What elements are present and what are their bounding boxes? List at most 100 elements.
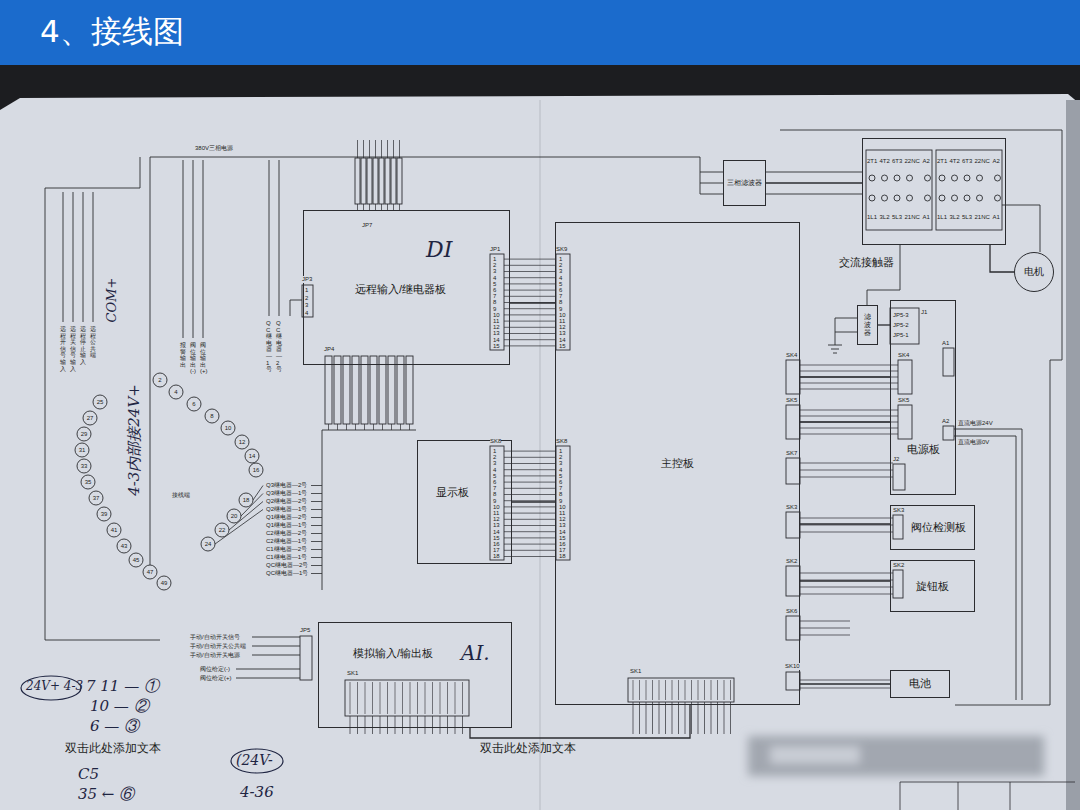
pin-column <box>711 680 712 700</box>
ribbon-cable <box>504 259 556 260</box>
contactor-terminal <box>869 175 875 181</box>
handwritten-note: 7 11 — ① <box>86 678 159 695</box>
ribbon-cable <box>800 463 893 464</box>
wire <box>193 160 194 338</box>
ribbon-cable <box>800 377 898 378</box>
pin-number: 3 <box>493 460 496 466</box>
wire <box>215 510 263 545</box>
pin-header <box>786 360 800 394</box>
terminal-number: 37 <box>93 495 100 502</box>
cable-connector <box>512 501 555 502</box>
connector-name: JP3 <box>302 276 312 283</box>
ribbon-cable <box>800 680 890 681</box>
cable-connector <box>510 302 555 303</box>
wire <box>311 573 322 574</box>
terminal-circle <box>83 411 97 425</box>
terminal-number: 25 <box>97 399 104 406</box>
title-block-line <box>900 782 901 810</box>
pin-number: 14 <box>559 529 566 535</box>
cable-connector <box>800 376 890 377</box>
wire <box>1002 205 1040 252</box>
pin-number: 1 <box>559 256 562 262</box>
wire <box>311 549 322 550</box>
paper-sheet <box>0 94 1080 810</box>
ribbon-cable <box>504 333 556 334</box>
board-name: 主控板 <box>661 457 694 470</box>
pin-number: 18 <box>559 553 566 559</box>
wire-label: C1继电器—2号 <box>266 546 307 553</box>
pin-number: 5 <box>559 281 562 287</box>
terminal-label: 1L1 <box>937 214 947 221</box>
ribbon-cable <box>711 702 712 734</box>
terminal-circle <box>249 463 263 477</box>
pin-number: 1 <box>559 448 562 454</box>
ribbon-cable <box>800 635 850 636</box>
terminal-label: 6T3 <box>962 158 972 165</box>
ribbon-cable <box>800 365 898 366</box>
ribbon-cable <box>504 302 556 303</box>
pin-column <box>455 682 456 714</box>
pin-header <box>490 254 504 350</box>
contactor-group: 交流接触器 <box>862 138 1006 245</box>
title-block-line <box>900 782 1075 783</box>
terminal-circle <box>77 427 91 441</box>
pin-number: 10 <box>493 504 500 510</box>
terminal-label: 4T2 <box>880 158 890 165</box>
connector-name: SK1 <box>630 668 641 675</box>
pin-number: 11 <box>493 510 499 516</box>
terminal-circle <box>97 507 111 521</box>
wire <box>867 245 900 305</box>
handwritten-note: COM+ <box>105 278 120 323</box>
terminal-number: 10 <box>225 425 232 432</box>
wire-label: 手动/自动开关公共端 <box>190 643 246 650</box>
terminal-circle <box>117 539 131 553</box>
pin-header <box>786 512 800 538</box>
ribbon-cable <box>504 271 556 272</box>
terminal-label: 2T1 <box>937 158 947 165</box>
photo-background <box>0 65 1080 810</box>
handwritten-note: 35 ← ⑥ <box>78 786 134 803</box>
pin-number: 8 <box>559 491 562 497</box>
ribbon-cable <box>504 290 556 291</box>
wire-label: 手动/自动开关信号 <box>190 634 240 641</box>
contactor-terminal <box>894 195 900 201</box>
wire <box>831 349 839 350</box>
pin-number: 10 <box>493 312 500 318</box>
pin-number: 12 <box>493 516 500 522</box>
pin-number: 14 <box>493 529 500 535</box>
pin-number: 4 <box>305 310 308 316</box>
pin-number: 16 <box>559 541 566 547</box>
terminal-number: 2 <box>158 377 161 384</box>
pin-number: 6 <box>493 287 496 293</box>
board-name: 三相滤波器 <box>727 179 762 187</box>
pin-number: 5 <box>493 473 496 479</box>
ribbon-cable <box>659 702 660 734</box>
connector-name: SK3 <box>893 507 904 514</box>
wire <box>252 637 300 638</box>
contactor-terminal <box>977 175 983 181</box>
ribbon-cable <box>691 702 692 734</box>
title-block-line <box>958 782 959 810</box>
ribbon-cable <box>504 265 556 266</box>
connector-name: SK9 <box>556 246 567 253</box>
pin-number: 9 <box>559 306 562 312</box>
wire <box>150 157 700 565</box>
pin-column <box>406 356 413 424</box>
cable-connector <box>800 523 890 524</box>
pin-column <box>402 682 403 714</box>
ribbon-cable <box>350 716 351 734</box>
blurred-area <box>770 746 860 764</box>
pin-column <box>659 680 660 700</box>
terminal-circle <box>221 421 235 435</box>
pin-number: 15 <box>559 343 566 349</box>
pin-header <box>898 405 912 439</box>
filter-box: 滤波器 <box>857 305 878 345</box>
pin-number: 17 <box>493 547 500 553</box>
pin-column <box>425 682 426 714</box>
ribbon-cable <box>402 716 403 734</box>
wire-label: Q3继电器—1号 <box>266 490 307 497</box>
handwritten-note: 6 — ③ <box>90 718 139 735</box>
terminal-label: A1 <box>993 214 1000 221</box>
terminal-circle <box>169 385 183 399</box>
contactor-terminal <box>995 195 1001 201</box>
